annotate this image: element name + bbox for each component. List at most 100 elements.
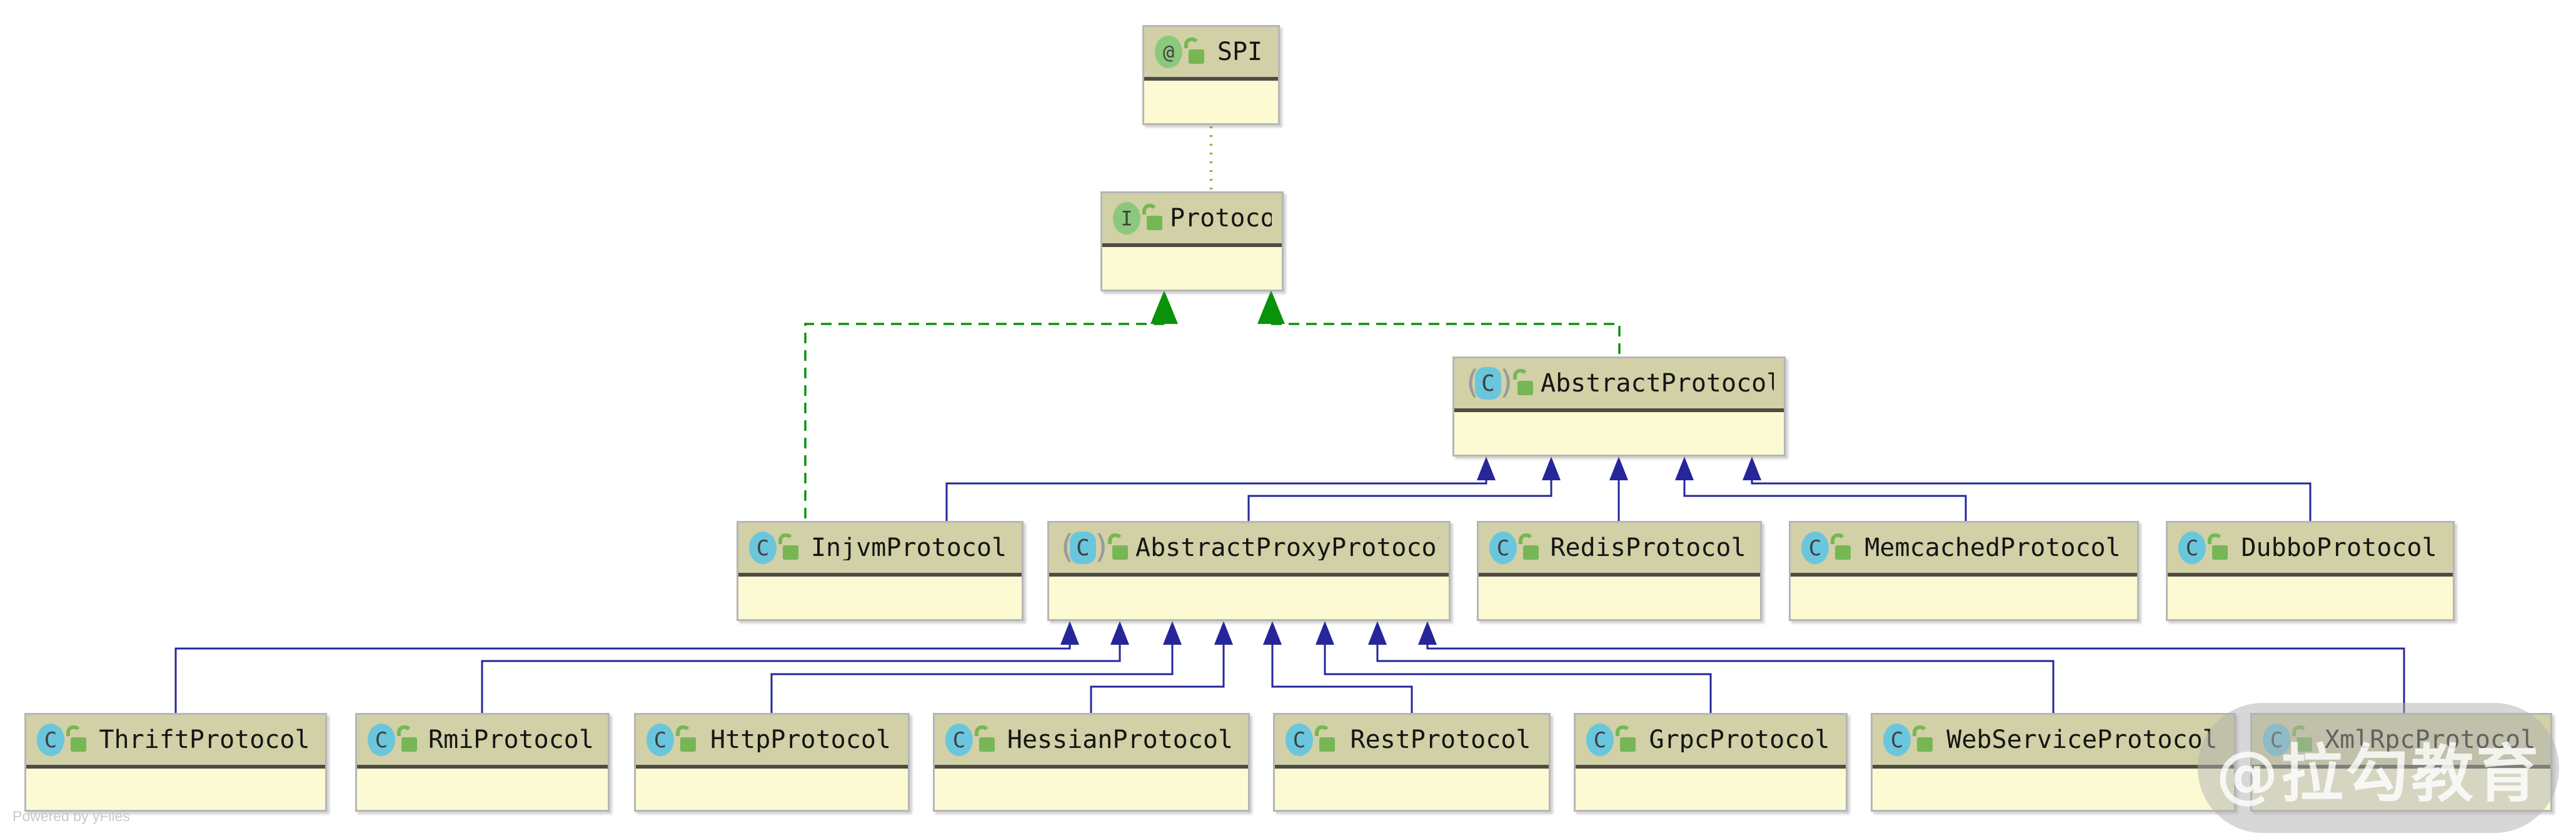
- class-icon: C: [1285, 724, 1313, 756]
- powered-by-yfiles: Powered by yFiles: [13, 808, 130, 824]
- class-icon: C: [1801, 532, 1829, 564]
- arrowhead-extends-RedisProtocol: [1609, 457, 1628, 480]
- public-lock-icon: [1315, 725, 1335, 752]
- node-title-bar[interactable]: @SPI: [1144, 27, 1278, 77]
- class-node-SPI[interactable]: @SPI: [1142, 25, 1280, 125]
- node-icons: @: [1154, 35, 1205, 69]
- edge-extends-WebServiceProtocol-to-AbstractProxyProtocol: [1376, 645, 2055, 713]
- arrowhead-extends-InjvmProtocol: [1477, 457, 1496, 480]
- class-node-AbstractProxyProtocol[interactable]: (C) AbstractProxyProtocol: [1047, 521, 1451, 621]
- class-icon: C: [37, 724, 64, 756]
- arrowhead-extends-RmiProtocol: [1110, 621, 1129, 645]
- node-title-bar[interactable]: (C) AbstractProxyProtocol: [1049, 523, 1449, 573]
- svg-text:@: @: [1163, 42, 1174, 64]
- class-node-Protocol[interactable]: IProtocol: [1100, 191, 1284, 291]
- public-lock-icon: [1616, 725, 1636, 752]
- svg-text:C: C: [1891, 728, 1903, 753]
- public-lock-icon: [397, 725, 417, 752]
- node-icons: C: [367, 723, 418, 757]
- class-node-InjvmProtocol[interactable]: C InjvmProtocol: [737, 521, 1024, 621]
- svg-text:): ): [1095, 530, 1107, 565]
- svg-text:C: C: [1076, 535, 1090, 561]
- node-members-compartment: [1791, 577, 2137, 619]
- node-members-compartment: [1454, 412, 1784, 455]
- public-lock-icon: [676, 725, 696, 752]
- node-title-bar[interactable]: C DubboProtocol: [2168, 523, 2453, 573]
- public-lock-icon: [1913, 725, 1933, 752]
- node-title-bar[interactable]: IProtocol: [1102, 193, 1282, 243]
- abstract-class-icon: (C): [1061, 530, 1107, 565]
- node-icons: C: [1586, 723, 1637, 757]
- class-icon: C: [1586, 724, 1614, 756]
- svg-text:C: C: [1497, 536, 1509, 561]
- node-compartment-separator: [935, 765, 1248, 769]
- svg-text:C: C: [1481, 371, 1495, 396]
- class-icon: C: [647, 724, 674, 756]
- node-compartment-separator: [1049, 573, 1449, 577]
- arrowhead-extends-GrpcProtocol: [1316, 621, 1334, 645]
- svg-text:C: C: [1809, 536, 1821, 561]
- node-compartment-separator: [738, 573, 1022, 577]
- svg-text:I: I: [1120, 207, 1132, 231]
- edge-extends-RestProtocol-to-AbstractProxyProtocol: [1271, 645, 1413, 713]
- node-members-compartment: [738, 577, 1022, 619]
- interface-icon: I: [1113, 202, 1140, 235]
- class-icon: C: [749, 532, 777, 564]
- edge-extends-InjvmProtocol-to-AbstractProtocol: [945, 480, 1487, 521]
- edge-implements-InjvmProtocol-to-Protocol: [804, 323, 1164, 521]
- node-members-compartment: [2168, 577, 2453, 619]
- node-members-compartment: [636, 769, 908, 810]
- node-icons: C: [646, 723, 697, 757]
- node-compartment-separator: [1275, 765, 1549, 769]
- node-title-bar[interactable]: C InjvmProtocol: [738, 523, 1022, 573]
- class-node-AbstractProtocol[interactable]: (C)AbstractProtocol: [1452, 356, 1786, 457]
- node-members-compartment: [1576, 769, 1846, 810]
- arrowhead-extends-RestProtocol: [1263, 621, 1282, 645]
- class-node-RestProtocol[interactable]: C RestProtocol: [1273, 713, 1551, 812]
- arrowhead-extends-MemcachedProtocol: [1675, 457, 1694, 480]
- arrowhead-extends-AbstractProxyProtocol: [1542, 457, 1561, 480]
- arrowhead-extends-HessianProtocol: [1214, 621, 1233, 645]
- svg-text:C: C: [757, 536, 769, 561]
- node-label: InjvmProtocol: [810, 535, 1007, 560]
- node-members-compartment: [1873, 769, 2234, 810]
- node-title-bar[interactable]: (C)AbstractProtocol: [1454, 358, 1784, 408]
- abstract-class-icon: (C): [1466, 366, 1512, 401]
- node-icons: C: [2178, 531, 2229, 565]
- node-members-compartment: [1102, 247, 1282, 290]
- arrowhead-extends-HttpProtocol: [1163, 621, 1182, 645]
- svg-text:C: C: [654, 728, 667, 753]
- svg-text:C: C: [1594, 728, 1606, 753]
- node-members-compartment: [26, 769, 325, 810]
- node-members-compartment: [357, 769, 608, 810]
- node-compartment-separator: [2168, 573, 2453, 577]
- node-title-bar[interactable]: C RestProtocol: [1275, 715, 1549, 765]
- svg-text:C: C: [1293, 728, 1306, 753]
- public-lock-icon: [1513, 369, 1533, 395]
- node-label: RestProtocol: [1350, 727, 1531, 752]
- class-node-DubboProtocol[interactable]: C DubboProtocol: [2166, 521, 2455, 621]
- node-compartment-separator: [1873, 765, 2234, 769]
- node-label: DubboProtocol: [2241, 535, 2437, 560]
- node-icons: I: [1112, 201, 1164, 235]
- class-icon: C: [368, 724, 395, 756]
- node-label: AbstractProxyProtocol: [1135, 535, 1439, 560]
- node-icons: C: [36, 723, 88, 757]
